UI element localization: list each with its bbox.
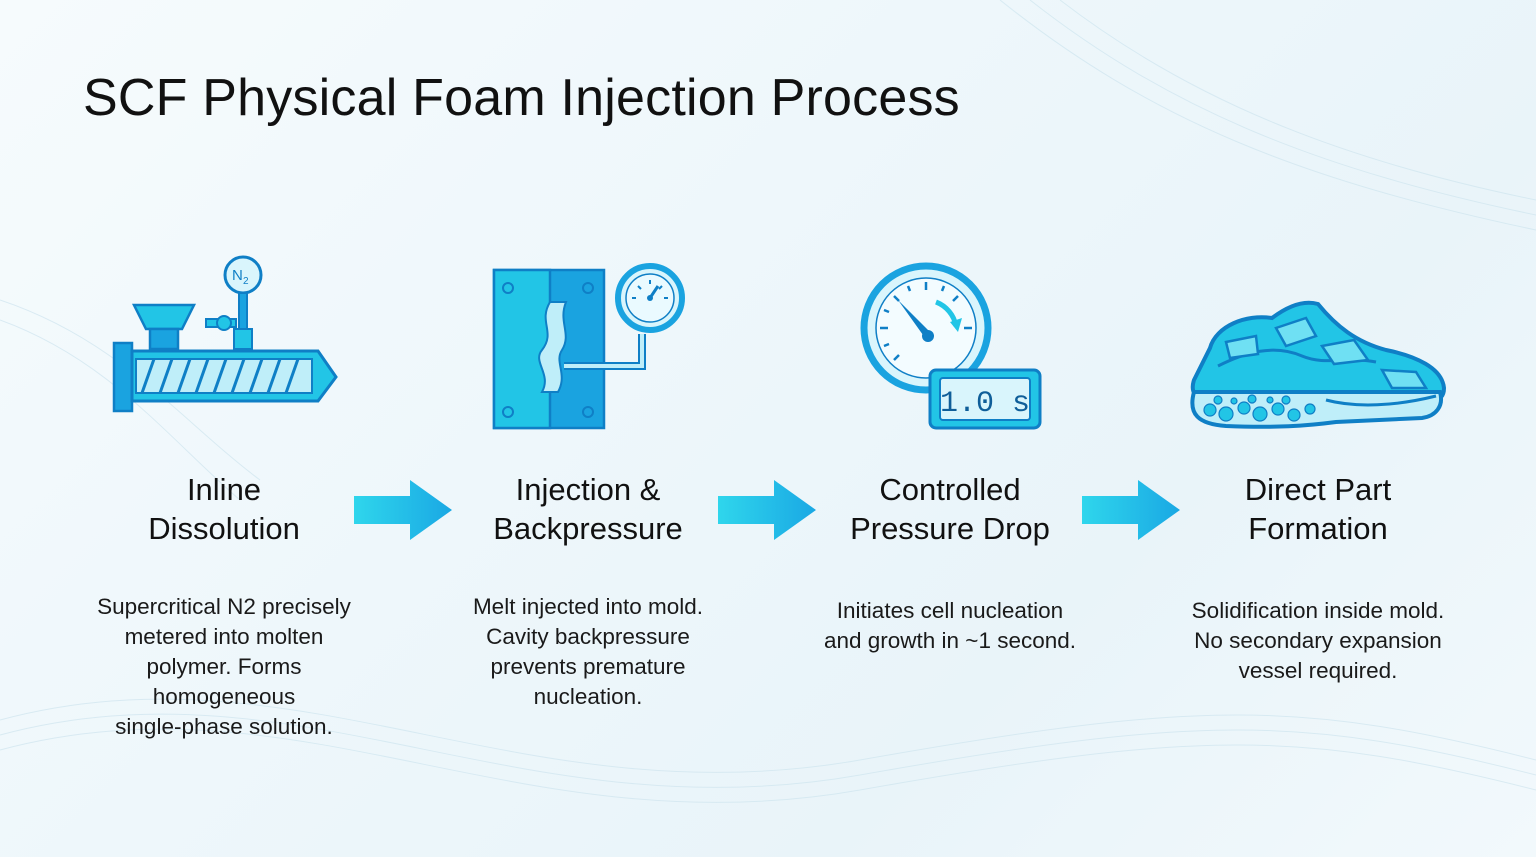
step-title-line: Injection & (515, 472, 661, 507)
shoe-icon (1190, 300, 1447, 429)
n2-label: N (232, 267, 243, 284)
desc-line: Supercritical N2 precisely (97, 594, 351, 619)
step-title: Direct Part Formation (1148, 470, 1488, 548)
mold-gauge-icon (492, 263, 685, 430)
desc-line: metered into molten (124, 624, 324, 649)
desc-line: Initiates cell nucleation (836, 598, 1064, 623)
extruder-icon: N 2 (112, 255, 338, 413)
step-title-line: Direct Part (1244, 472, 1392, 507)
desc-line: homogeneous (152, 684, 296, 709)
desc-line: Solidification inside mold. (1191, 598, 1445, 623)
desc-line: Melt injected into mold. (472, 594, 704, 619)
desc-line: nucleation. (533, 684, 643, 709)
timer-gauge-icon: 1.0 s (860, 262, 1042, 430)
step-title: Injection & Backpressure (418, 470, 758, 548)
step-title-line: Formation (1248, 511, 1388, 546)
desc-line: and growth in ~1 second. (823, 628, 1077, 653)
step-description: Supercritical N2 precisely metered into … (54, 592, 394, 742)
step-description: Solidification inside mold. No secondary… (1148, 596, 1488, 686)
step-title-line: Inline (186, 472, 262, 507)
desc-line: Cavity backpressure (486, 624, 690, 649)
step-title-line: Backpressure (493, 511, 683, 546)
step-title-line: Controlled (879, 472, 1021, 507)
desc-line: No secondary expansion (1194, 628, 1442, 653)
desc-line: vessel required. (1238, 658, 1398, 683)
desc-line: prevents premature (490, 654, 686, 679)
step-title: Controlled Pressure Drop (780, 470, 1120, 548)
arrow-right-icon (718, 480, 816, 540)
step-title-line: Dissolution (148, 511, 300, 546)
svg-text:2: 2 (243, 276, 249, 287)
step-description: Melt injected into mold. Cavity backpres… (418, 592, 758, 712)
page-title: SCF Physical Foam Injection Process (83, 69, 960, 127)
step-title: Inline Dissolution (54, 470, 394, 548)
arrow-right-icon (1082, 480, 1180, 540)
desc-line: polymer. Forms (146, 654, 302, 679)
step-description: Initiates cell nucleation and growth in … (780, 596, 1120, 656)
desc-line: single-phase solution. (115, 714, 333, 739)
step-title-line: Pressure Drop (850, 511, 1050, 546)
timer-display: 1.0 s (940, 387, 1030, 421)
arrow-right-icon (354, 480, 452, 540)
